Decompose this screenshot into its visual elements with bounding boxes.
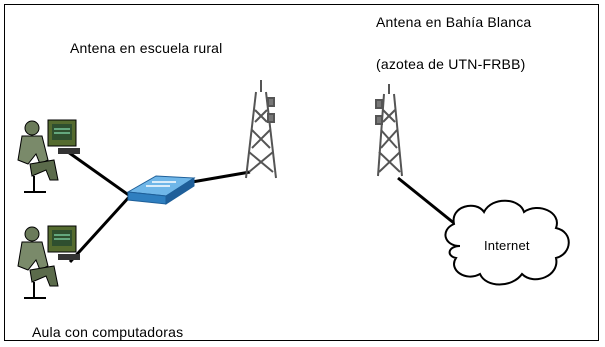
link-pc1-switch <box>67 150 131 198</box>
city-antenna-label-line2: (azotea de UTN-FRBB) <box>376 56 526 72</box>
link-pc2-switch <box>68 194 132 264</box>
antenna-tower-icon <box>245 80 277 179</box>
classroom-label: Aula con computadoras <box>32 324 184 340</box>
internet-cloud-icon <box>444 199 570 286</box>
network-switch-icon <box>126 175 196 205</box>
rural-antenna-label: Antena en escuela rural <box>70 40 223 56</box>
computer-user-icon <box>17 119 80 193</box>
internet-label: Internet <box>484 238 530 253</box>
computer-user-icon <box>17 225 80 299</box>
link-switch-tower-rural <box>191 170 251 184</box>
city-antenna-label-line1: Antena en Bahía Blanca <box>376 14 532 30</box>
antenna-tower-icon <box>375 84 403 177</box>
